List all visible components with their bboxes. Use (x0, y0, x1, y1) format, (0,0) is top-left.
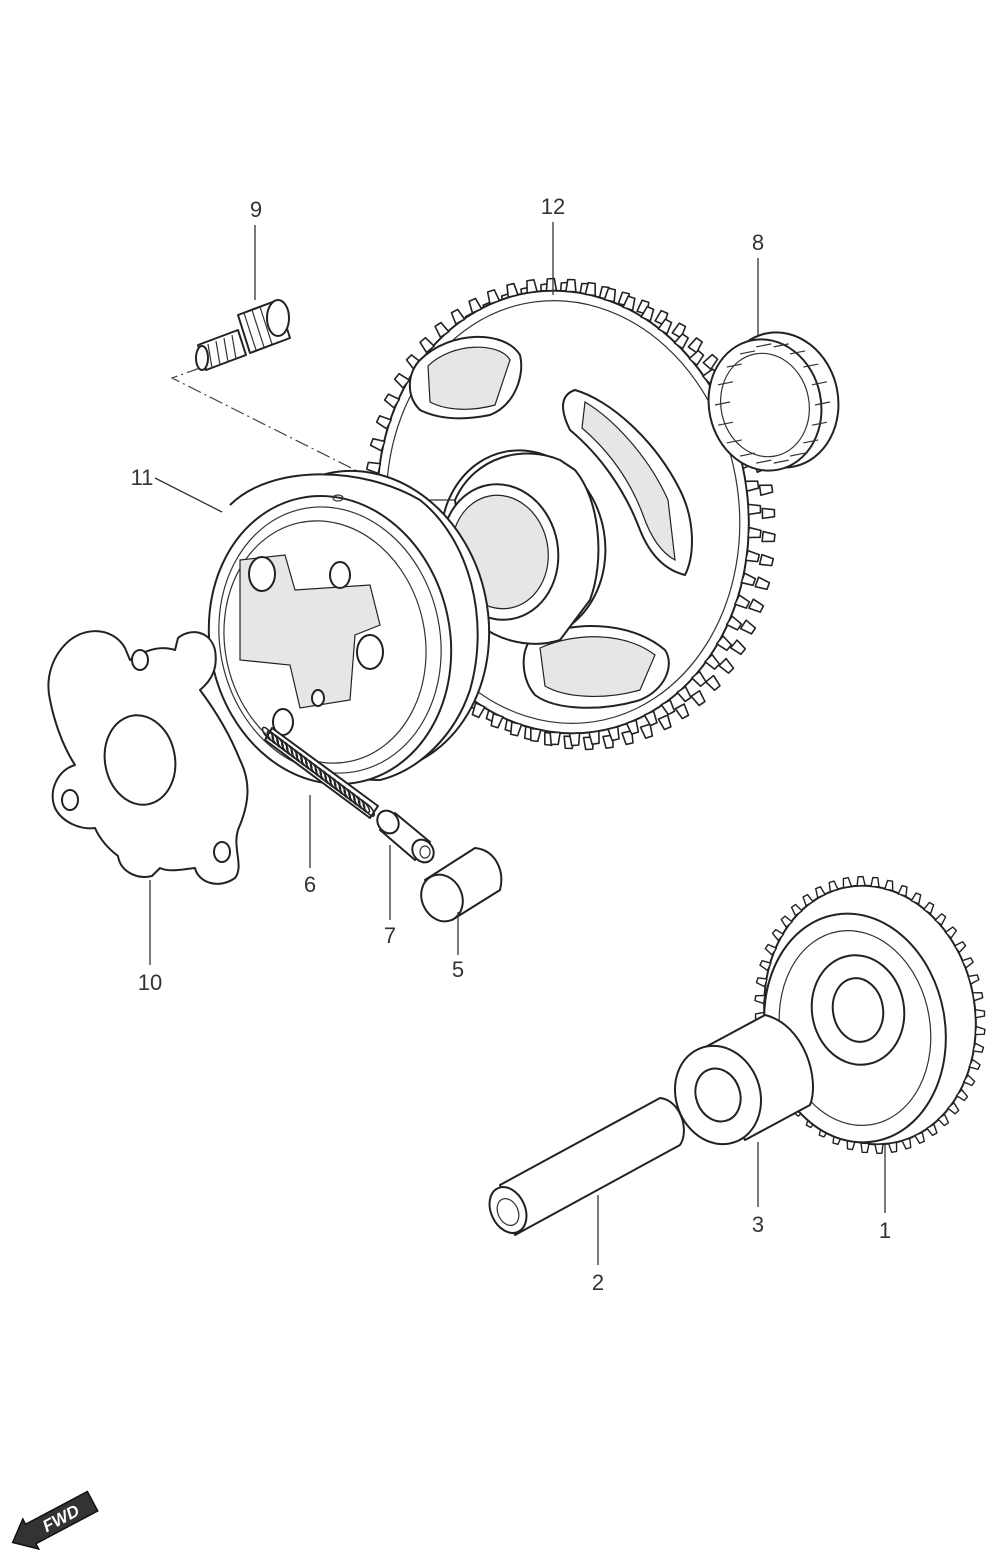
callout-9: 9 (250, 197, 262, 222)
callout-5: 5 (452, 957, 464, 982)
bolt (195, 299, 291, 371)
assembly-guide-lines (170, 367, 426, 701)
callout-3: 3 (752, 1212, 764, 1237)
callout-10: 10 (138, 970, 162, 995)
callout-7: 7 (384, 923, 396, 948)
forward-direction-arrow: FWD (11, 1490, 99, 1551)
spring (261, 726, 379, 819)
callout-1: 1 (879, 1218, 891, 1243)
callout-8: 8 (752, 230, 764, 255)
callout-12: 12 (541, 194, 565, 219)
needle-bearing (707, 331, 840, 472)
callout-2: 2 (592, 1270, 604, 1295)
plunger (376, 809, 435, 864)
bushing (673, 1014, 814, 1146)
lock-plate (47, 630, 249, 885)
callout-6: 6 (304, 872, 316, 897)
arrow-left-icon (11, 1490, 99, 1551)
roller (420, 847, 503, 923)
clutch-housing (207, 469, 491, 786)
shaft (488, 1097, 685, 1236)
callout-labels: 9 12 8 11 6 7 5 10 2 3 1 (131, 194, 892, 1295)
callout-11: 11 (131, 465, 154, 490)
leader-lines (149, 222, 886, 1265)
